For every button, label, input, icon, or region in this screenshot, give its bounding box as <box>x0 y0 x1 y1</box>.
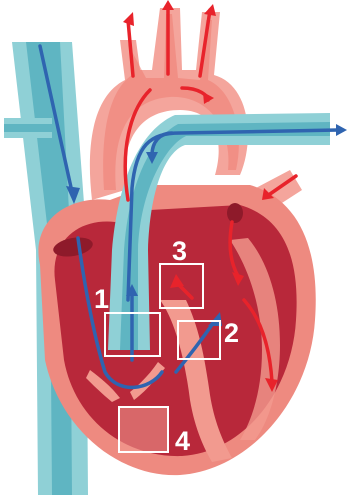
label-3: 3 <box>172 236 187 266</box>
label-1: 1 <box>94 284 109 314</box>
label-4: 4 <box>175 426 190 456</box>
label-2: 2 <box>224 318 239 348</box>
